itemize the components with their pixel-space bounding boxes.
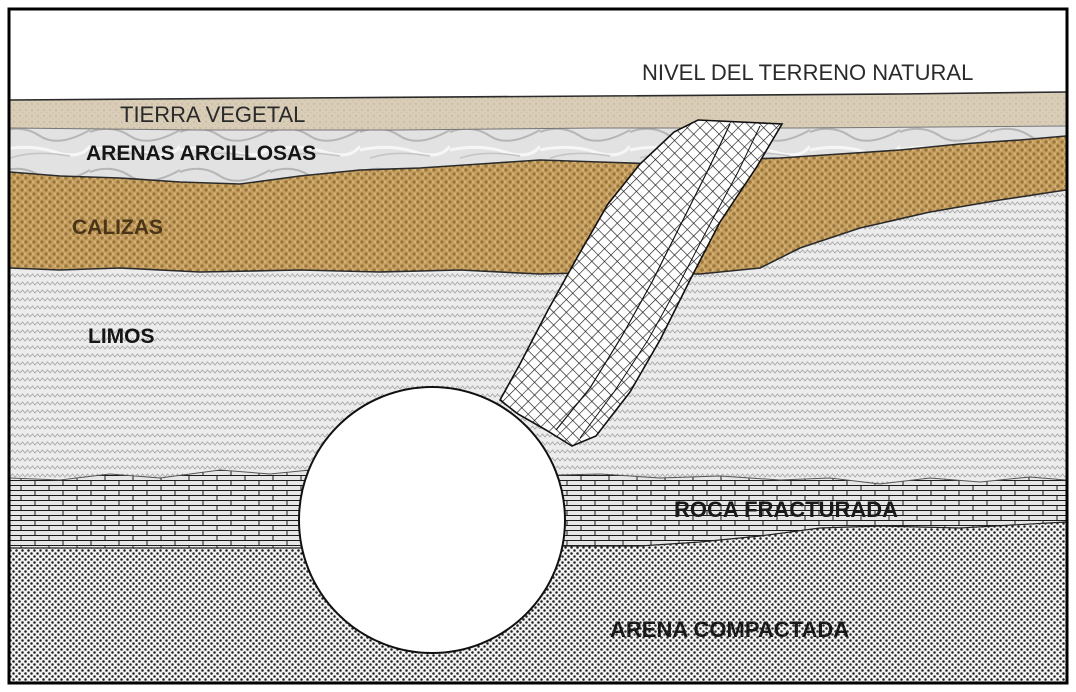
layer-compacted-sand [10,522,1066,682]
boundary-silts-rock [10,467,1066,485]
label-clayey-sands: ARENAS ARCILLOSAS [86,142,316,165]
label-fractured-rock: ROCA FRACTURADA [674,497,898,522]
label-compacted-sand: ARENA COMPACTADA [610,617,849,642]
layer-clayey-sands [10,126,1066,184]
boundary-topsoil-sands [10,125,1066,131]
label-ground-level: NIVEL DEL TERRENO NATURAL [642,60,973,85]
label-topsoil: TIERRA VEGETAL [120,102,305,127]
label-silts: LIMOS [88,325,155,348]
label-limestone: CALIZAS [72,216,163,239]
layer-limestone [10,136,1066,274]
tunnel-opening [298,386,566,654]
boundary-sands-limestone [10,135,1066,185]
layer-topsoil [10,92,1066,130]
figure-border [7,7,1069,685]
ground-surface-line [10,91,1066,101]
fracture-zone [498,119,784,447]
